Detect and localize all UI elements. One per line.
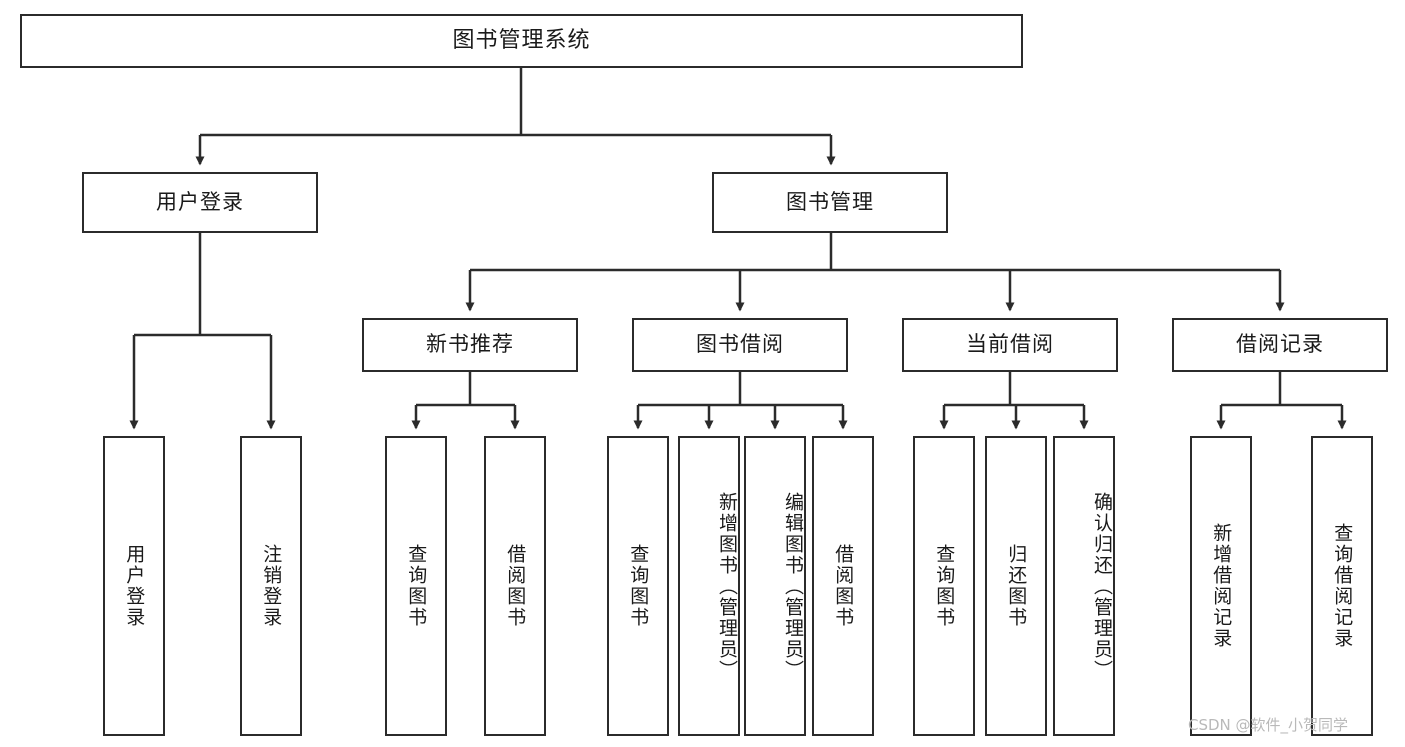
node-book-borrowing[interactable]: 图书借阅 — [632, 318, 848, 372]
leaf-query-books-borrow[interactable]: 查询图书 — [607, 436, 669, 736]
leaf-logout[interactable]: 注销登录 — [240, 436, 302, 736]
node-book-management[interactable]: 图书管理 — [712, 172, 948, 233]
leaf-borrow-books-new[interactable]: 借阅图书 — [484, 436, 546, 736]
node-root[interactable]: 图书管理系统 — [20, 14, 1023, 68]
leaf-query-books-current[interactable]: 查询图书 — [913, 436, 975, 736]
leaf-borrow-book[interactable]: 借阅图书 — [812, 436, 874, 736]
leaf-query-borrow-record[interactable]: 查询借阅记录 — [1311, 436, 1373, 736]
leaf-return-book[interactable]: 归还图书 — [985, 436, 1047, 736]
leaf-add-borrow-record[interactable]: 新增借阅记录 — [1190, 436, 1252, 736]
node-user-login[interactable]: 用户登录 — [82, 172, 318, 233]
watermark: CSDN @软件_小贺同学 — [1188, 716, 1349, 734]
leaf-confirm-return-admin[interactable]: 确认归还（管理员） — [1053, 436, 1115, 736]
node-new-book-recommendation[interactable]: 新书推荐 — [362, 318, 578, 372]
node-current-borrowing[interactable]: 当前借阅 — [902, 318, 1118, 372]
node-borrowing-records[interactable]: 借阅记录 — [1172, 318, 1388, 372]
leaf-query-books-new[interactable]: 查询图书 — [385, 436, 447, 736]
leaf-add-book-admin[interactable]: 新增图书（管理员） — [678, 436, 740, 736]
leaf-edit-book-admin[interactable]: 编辑图书（管理员） — [744, 436, 806, 736]
leaf-user-login[interactable]: 用户登录 — [103, 436, 165, 736]
